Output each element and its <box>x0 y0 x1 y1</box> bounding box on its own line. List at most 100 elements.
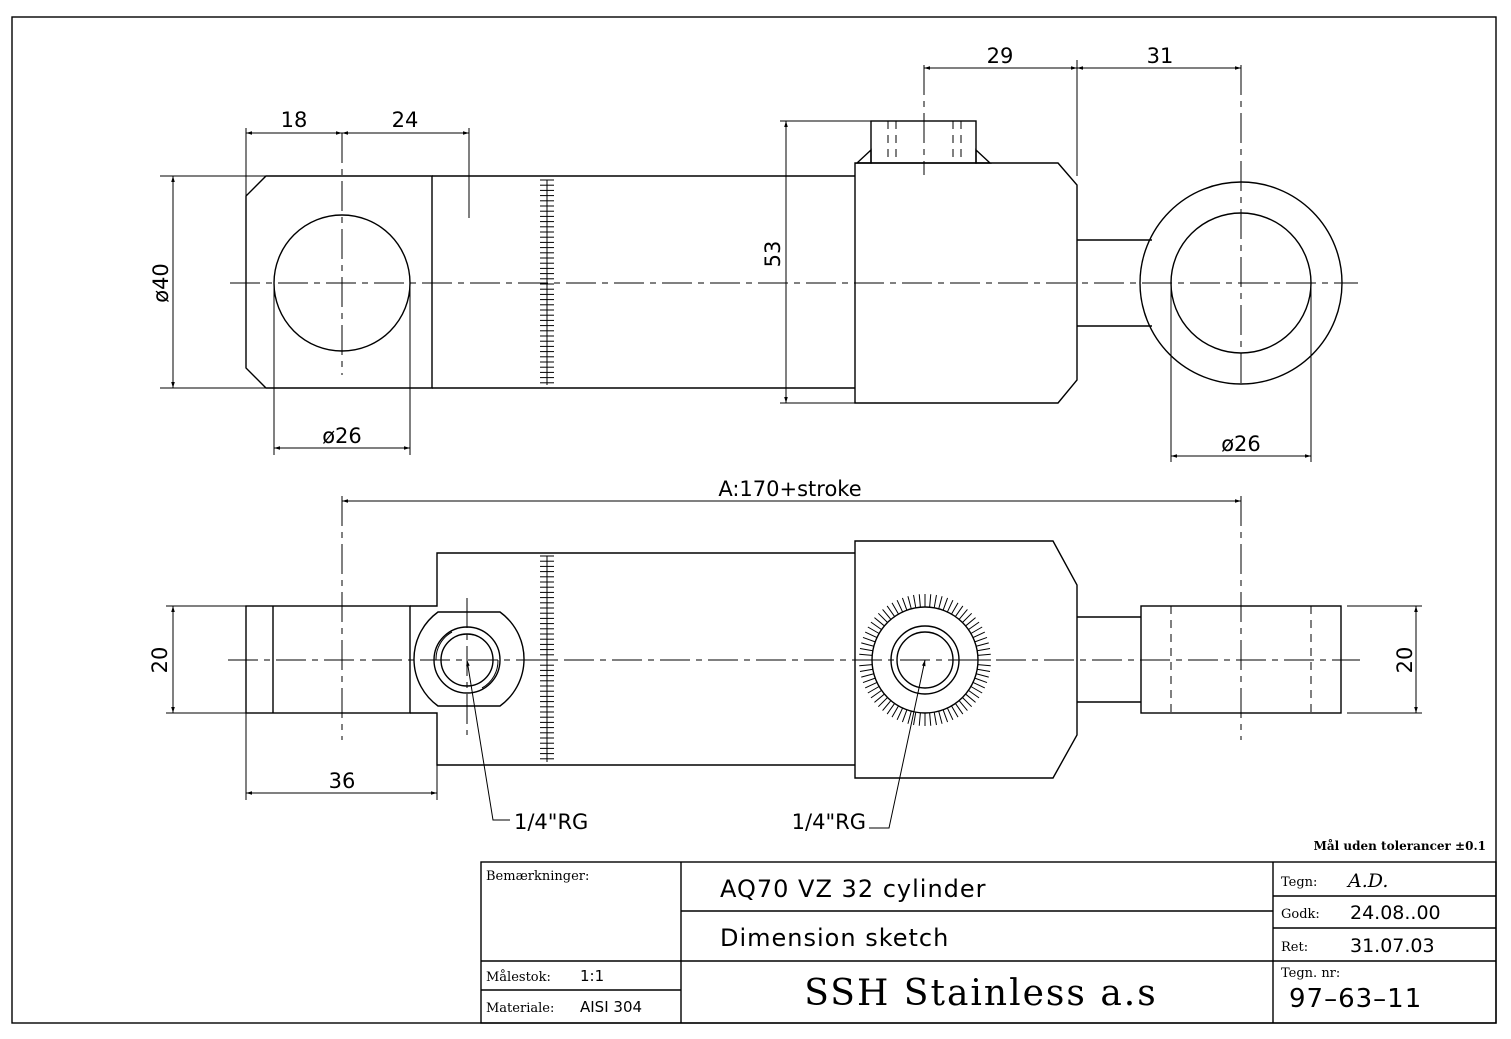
knurl-tick <box>918 712 921 726</box>
approved-value: 24.08..00 <box>1350 902 1441 924</box>
company-name: SSH Stainless a.s <box>804 973 1157 1014</box>
side-view <box>228 496 1360 779</box>
drawing-no-value: 97–63–11 <box>1289 984 1422 1014</box>
knurl-tick <box>867 686 880 694</box>
knurl-tick <box>970 686 983 694</box>
knurl-tick <box>859 664 873 667</box>
knurl-tick <box>867 626 880 634</box>
port-fitting-right <box>859 594 991 726</box>
top-view-dimensions: 18 24 29 31 ø40 53 ø26 ø26 <box>149 44 1312 462</box>
knurl-tick <box>968 689 980 699</box>
knurl-tick <box>951 705 959 718</box>
knurl-tick <box>977 653 991 656</box>
knurl-tick <box>977 664 991 667</box>
knurl-tick <box>896 707 904 721</box>
knurl-tick <box>896 599 904 613</box>
knurl-tick <box>861 673 874 678</box>
knurl-tick <box>929 712 932 726</box>
rod-scale-marks-side <box>540 555 554 760</box>
port-fitting-left <box>413 611 525 707</box>
knurl-tick <box>977 648 991 652</box>
dim-53: 53 <box>761 241 785 268</box>
knurl-tick <box>942 597 949 611</box>
knurl-tick <box>962 612 973 623</box>
knurl-tick <box>962 697 973 708</box>
dim-36: 36 <box>329 769 356 793</box>
knurl-tick <box>874 617 885 627</box>
knurl-tick <box>913 594 917 608</box>
revised-label: Ret: <box>1281 940 1308 955</box>
dim-dia-26-left: ø26 <box>322 424 362 448</box>
knurl-tick <box>965 617 976 627</box>
knurl-tick <box>974 636 988 643</box>
knurl-tick <box>901 597 908 611</box>
knurl-tick <box>954 605 964 617</box>
remarks-label: Bemærkninger: <box>486 869 589 884</box>
knurl-tick <box>976 673 989 678</box>
knurl-tick <box>958 609 968 620</box>
material-value: AISI 304 <box>580 998 642 1016</box>
approved-label: Godk: <box>1281 907 1320 922</box>
knurl-tick <box>886 605 896 617</box>
drawn-value: A.D. <box>1346 870 1388 892</box>
knurl-tick <box>870 689 882 699</box>
knurl-tick <box>938 711 943 724</box>
dim-length-a: A:170+stroke <box>718 477 861 501</box>
knurl-tick <box>859 653 873 656</box>
knurl-tick <box>907 596 912 609</box>
scale-label: Målestok: <box>486 969 551 985</box>
knurl-tick <box>862 677 876 684</box>
knurl-tick <box>870 621 882 631</box>
material-label: Materiale: <box>486 1001 554 1016</box>
knurl-tick <box>954 703 964 715</box>
cylinder-body-side <box>854 540 1078 779</box>
knurl-tick <box>938 596 943 609</box>
dim-20-right: 20 <box>1393 647 1417 674</box>
knurl-tick <box>874 693 885 703</box>
knurl-tick <box>929 594 932 608</box>
knurl-tick <box>891 705 899 718</box>
drawing-no-label: Tegn. nr: <box>1281 966 1340 981</box>
drawing-title: AQ70 VZ 32 cylinder <box>720 875 987 903</box>
knurl-tick <box>891 602 899 615</box>
knurl-tick <box>974 677 988 684</box>
label-port-left: 1/4"RG <box>514 810 588 834</box>
side-view-dimensions: A:170+stroke 20 20 36 1/4"RG 1/4"RG <box>148 477 1422 834</box>
knurl-tick <box>882 700 892 711</box>
dim-18: 18 <box>281 108 308 132</box>
knurl-tick <box>972 681 986 689</box>
knurl-tick <box>970 626 983 634</box>
knurl-tick <box>946 707 954 721</box>
knurl-tick <box>861 642 874 647</box>
knurl-tick <box>877 612 888 623</box>
dim-24: 24 <box>392 108 419 132</box>
knurl-tick <box>864 631 878 639</box>
knurl-tick <box>976 642 989 647</box>
title-block: Bemærkninger: AQ70 VZ 32 cylinder Dimens… <box>480 861 1497 1024</box>
knurl-tick <box>958 700 968 711</box>
revised-value: 31.07.03 <box>1350 935 1435 957</box>
knurl-tick <box>977 668 991 672</box>
knurl-tick <box>972 631 986 639</box>
knurl-tick <box>859 648 873 652</box>
dim-31: 31 <box>1147 44 1174 68</box>
dim-20-left: 20 <box>148 647 172 674</box>
knurl-tick <box>864 681 878 689</box>
knurl-tick <box>933 594 937 608</box>
dim-dia-40: ø40 <box>149 263 173 303</box>
dim-dia-26-right: ø26 <box>1221 432 1261 456</box>
knurl-tick <box>877 697 888 708</box>
knurl-tick <box>913 712 917 726</box>
knurl-tick <box>965 693 976 703</box>
knurl-tick <box>918 594 921 608</box>
knurl-tick <box>859 668 873 672</box>
scale-value: 1:1 <box>580 967 604 985</box>
knurl-tick <box>901 709 908 723</box>
knurl-tick <box>933 712 937 726</box>
knurl-tick <box>886 703 896 715</box>
drawn-label: Tegn: <box>1281 875 1317 890</box>
knurl-tick <box>882 609 892 620</box>
knurl-tick <box>951 602 959 615</box>
tolerance-note: Mål uden tolerancer ±0.1 <box>1314 838 1486 853</box>
